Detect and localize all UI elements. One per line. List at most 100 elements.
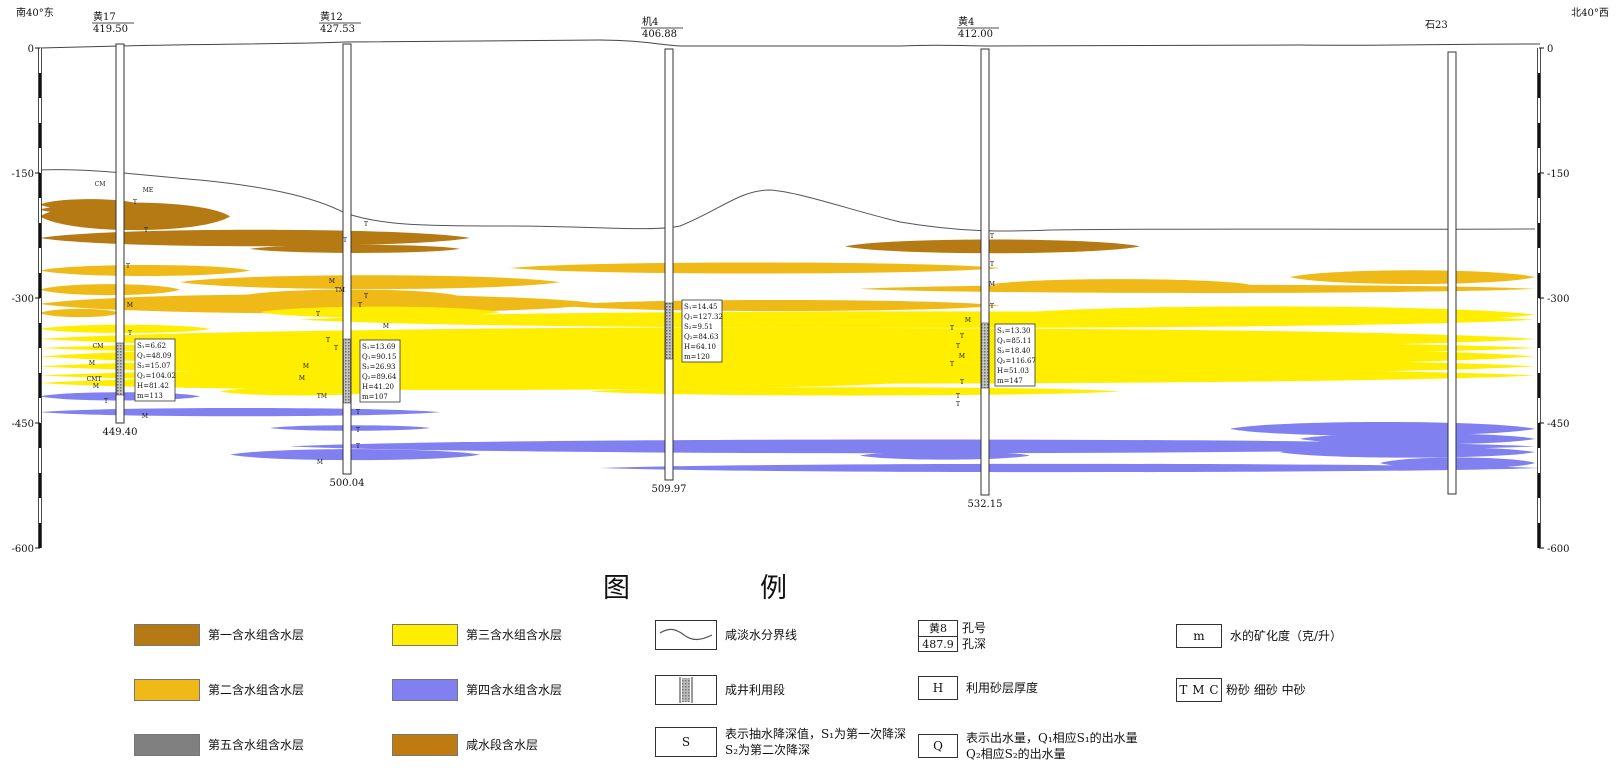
lithology-mark: M	[959, 353, 965, 360]
legend-aquifer-4: 第四含水组含水层	[392, 679, 562, 701]
legend-q-symbol: Q	[918, 734, 958, 758]
ground-surface-line	[39, 39, 1541, 49]
aquifer-lens-aquifer-2	[180, 275, 560, 290]
aquifer-lens-aquifer-4	[1280, 446, 1535, 458]
legend-hole-depth: 487.9	[922, 638, 954, 651]
legend-label: 第三含水组含水层	[466, 627, 563, 642]
legend-boundary-symbol	[655, 620, 717, 650]
well-params-box	[359, 339, 401, 403]
aquifer-lens-aquifer-4	[600, 463, 1540, 473]
well-name: 黄4	[958, 15, 974, 28]
lithology-mark: CM	[93, 343, 104, 350]
well-casing	[342, 43, 352, 475]
well-param: Q₂=84.63	[684, 333, 718, 341]
lithology-mark: T	[990, 303, 994, 310]
aquifer-lens-aquifer-4	[290, 439, 1535, 454]
legend-label: 孔号	[962, 621, 987, 635]
legend-label: 表示抽水降深值，S₁为第一次降深	[725, 727, 907, 741]
legend-hole-name: 黄8	[919, 621, 957, 637]
well-param: S₂=26.93	[362, 363, 396, 371]
legend-t: T	[1179, 683, 1188, 697]
well-elevation: 427.53	[320, 24, 355, 35]
lithology-mark: M	[303, 363, 309, 370]
aquifer-lens-aquifer-1	[250, 244, 460, 253]
lithology-mark: T	[956, 393, 960, 400]
lithology-mark: M	[329, 278, 335, 285]
legend-swatch-aquifer-1	[134, 624, 200, 646]
legend-aquifer-3: 第三含水组含水层	[392, 624, 562, 646]
well-param: S₁=6.62	[137, 342, 166, 350]
aquifer-lens-aquifer-3	[260, 306, 500, 318]
well-param: Q₁=127.32	[684, 313, 723, 321]
well-param: Q₁=48.09	[137, 352, 171, 360]
legend-swatch-saline	[392, 734, 458, 756]
well-param: H=51.03	[997, 367, 1029, 375]
right-depth-scale-tick-label: -600	[1547, 544, 1569, 555]
aquifer-lens-aquifer-1	[845, 239, 1140, 254]
lithology-mark: T	[990, 233, 994, 240]
aquifer-lens-aquifer-3	[220, 387, 380, 396]
well-params-box	[134, 338, 176, 402]
well-param: m=107	[362, 393, 388, 401]
well-screen-segment	[116, 342, 124, 396]
aquifer-lens-aquifer-1	[40, 205, 130, 214]
lithology-mark: T	[356, 427, 360, 434]
well-param: m=113	[137, 392, 163, 400]
legend-drawdown: S 表示抽水降深值，S₁为第一次降深 S₂为第二次降深	[655, 726, 906, 758]
legend-label: 孔深	[962, 637, 987, 651]
well-elevation: 419.50	[93, 24, 128, 35]
well-casing	[1447, 51, 1457, 495]
well-param: m=147	[997, 377, 1023, 385]
well-1: 黄17419.50449.40S₁=6.62Q₁=48.09S₂=15.07Q₂…	[92, 10, 176, 438]
legend-swatch-aquifer-5	[134, 734, 200, 756]
lithology-mark: T	[358, 302, 362, 309]
right-depth-scale-tick-label: -450	[1547, 419, 1569, 430]
right-depth-scale-tick-label: -150	[1547, 169, 1569, 180]
legend-screen-symbol	[655, 675, 717, 705]
lithology-mark: T	[356, 409, 360, 416]
legend-swatch-aquifer-2	[134, 679, 200, 701]
well-param: Q₂=116.67	[997, 357, 1036, 365]
well-params-box	[681, 299, 723, 363]
left-depth-scale-tick-label: -600	[12, 544, 34, 555]
lithology-mark: T	[316, 311, 320, 318]
well-elevation: 406.88	[642, 29, 677, 40]
lithology-mark: M	[93, 383, 99, 390]
aquifer-lens-aquifer-2	[40, 308, 120, 318]
legend-aquifer-2: 第二含水组含水层	[134, 679, 304, 701]
lithology-mark: T	[126, 263, 130, 270]
aquifer-lens-aquifer-2	[40, 284, 180, 296]
lithology-mark: T	[960, 333, 964, 340]
well-param: Q₂=89.64	[362, 373, 397, 381]
well-param: H=64.10	[684, 343, 716, 351]
lithology-mark: M	[142, 413, 148, 420]
lithology-mark: T	[364, 293, 368, 300]
well-depth: 509.97	[652, 484, 687, 495]
well-5: 石23	[1425, 20, 1457, 495]
well-param: S₂=15.07	[137, 362, 171, 370]
legend-label: 第五含水组含水层	[208, 737, 305, 752]
lithology-mark: T	[364, 221, 368, 228]
legend-m: M	[1192, 683, 1205, 697]
lithology-mark: M	[383, 323, 389, 330]
lithology-mark: T	[104, 398, 108, 405]
lithology-mark: T	[356, 443, 360, 450]
aquifer-lens-aquifer-2	[1290, 270, 1535, 285]
legend-label: 成井利用段	[725, 682, 786, 697]
legend-hole: 黄8 487.9 孔号 孔深	[918, 620, 986, 652]
right-depth-scale-tick-label: -300	[1547, 294, 1569, 305]
lithology-mark: T	[956, 401, 960, 408]
legend-mineralization: m 水的矿化度（克/升）	[1176, 624, 1342, 648]
aquifer-lens-aquifer-3	[1000, 306, 1535, 323]
lithology-mark: TM	[317, 393, 327, 400]
lithology-mark: T	[133, 199, 137, 206]
well-3: 机4406.88509.97S₁=14.45Q₁=127.32S₂=9.51Q₂…	[641, 15, 723, 495]
well-2: 黄12427.53500.04S₁=13.69Q₁=90.15S₂=26.93Q…	[319, 10, 401, 489]
well-param: H=81.42	[137, 382, 169, 390]
legend-s-symbol: S	[655, 727, 717, 757]
lithology-mark: CM	[95, 181, 106, 188]
legend-label: 第四含水组含水层	[466, 682, 563, 697]
well-screen-segment	[981, 322, 989, 389]
legend-discharge: Q 表示出水量，Q₁相应S₁的出水量 Q₂相应S₂的出水量	[918, 730, 1138, 762]
lithology-mark: M	[89, 360, 95, 367]
